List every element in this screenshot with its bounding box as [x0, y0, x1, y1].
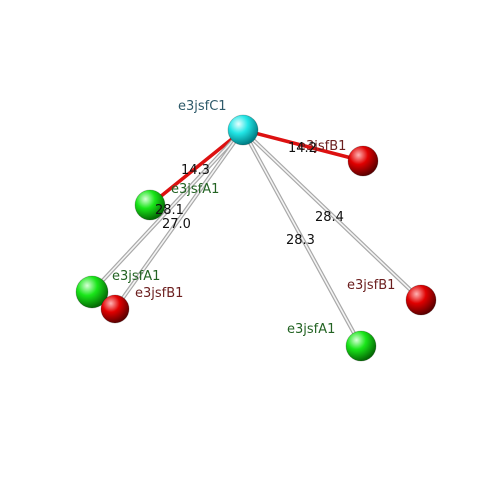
atom-a1_bottom[interactable] — [345, 330, 377, 362]
bond-a1_left — [91, 129, 244, 293]
bond-layer — [90, 128, 423, 348]
atom-a1_upper[interactable] — [134, 189, 166, 221]
atom-b1_left[interactable] — [100, 294, 130, 324]
distance-label-b1_right: 14.2 — [288, 141, 317, 156]
atom-a1_left[interactable] — [75, 275, 109, 309]
atom-b1_far_right[interactable] — [405, 284, 437, 316]
atom-layer — [75, 114, 437, 362]
atom-label-a1_left: e3jsfA1 — [112, 269, 160, 284]
atom-center-c1-sphere[interactable] — [227, 114, 259, 146]
atom-b1_right-sphere[interactable] — [347, 145, 379, 177]
distance-label-a1_bottom: 28.3 — [286, 233, 315, 248]
atom-a1_upper-sphere[interactable] — [134, 189, 166, 221]
atom-label-b1_right: e3jsfB1 — [298, 139, 346, 154]
atom-label-b1_far_right: e3jsfB1 — [347, 278, 395, 293]
distance-label-b1_far_right: 28.4 — [315, 210, 344, 225]
bond-a1_upper — [148, 128, 245, 207]
atom-b1_left-sphere[interactable] — [100, 294, 130, 324]
bond-b1_right — [241, 128, 365, 163]
distance-label-a1_left: 28.1 — [155, 203, 184, 218]
bond-b1_left — [114, 129, 244, 310]
distance-label-b1_left: 27.0 — [162, 217, 191, 232]
atom-label-center: e3jsfC1 — [178, 99, 227, 114]
atom-label-a1_upper: e3jsfA1 — [171, 182, 219, 197]
atom-center-c1[interactable] — [227, 114, 259, 146]
atom-label-a1_bottom: e3jsfA1 — [287, 322, 335, 337]
bond-b1_far_right — [242, 129, 422, 301]
bond-a1_bottom — [242, 129, 362, 347]
distance-label-a1_upper: 14.3 — [181, 163, 210, 178]
atom-a1_bottom-sphere[interactable] — [345, 330, 377, 362]
atom-b1_far_right-sphere[interactable] — [405, 284, 437, 316]
atom-label-b1_left: e3jsfB1 — [135, 286, 183, 301]
atom-a1_left-sphere[interactable] — [75, 275, 109, 309]
label-layer: e3jsfC1 e3jsfB1 e3jsfA1 e3jsfA1 e3jsfB1 e3jsf… — [112, 99, 395, 337]
atom-b1_right[interactable] — [347, 145, 379, 177]
